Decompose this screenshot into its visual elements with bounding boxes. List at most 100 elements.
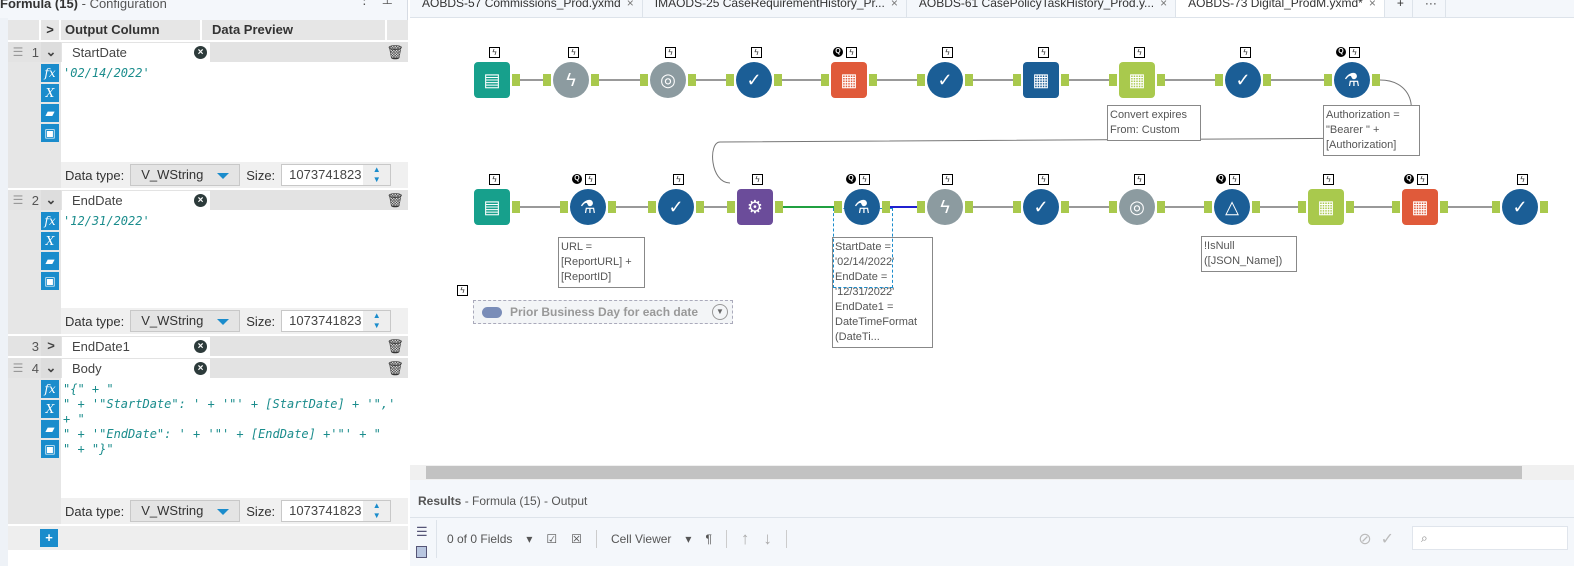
input-anchor[interactable] bbox=[1013, 201, 1021, 213]
output-anchor[interactable] bbox=[1252, 201, 1260, 213]
book-tool-icon[interactable]: ▤ bbox=[474, 189, 510, 225]
cell-viewer-dropdown[interactable]: Cell Viewer bbox=[610, 532, 672, 546]
input-anchor[interactable] bbox=[917, 201, 925, 213]
data-type-select[interactable]: V_WString bbox=[130, 310, 241, 332]
function-icon[interactable]: fx bbox=[41, 380, 59, 398]
list-icon[interactable]: ☰ bbox=[416, 524, 428, 539]
variable-icon[interactable]: X bbox=[41, 400, 59, 418]
output-column-field[interactable]: EndDate× bbox=[62, 191, 210, 210]
horizontal-scrollbar[interactable] bbox=[410, 465, 1574, 480]
input-anchor[interactable] bbox=[726, 74, 734, 86]
close-icon[interactable]: × bbox=[626, 0, 634, 10]
arrow-up-icon[interactable]: ↑ bbox=[740, 529, 750, 548]
input-anchor[interactable] bbox=[917, 74, 925, 86]
output-anchor[interactable] bbox=[1440, 201, 1448, 213]
output-anchor[interactable] bbox=[965, 201, 973, 213]
output-anchor[interactable] bbox=[882, 201, 890, 213]
new-tab-button[interactable]: + bbox=[1385, 0, 1413, 17]
filter-tool-icon[interactable]: △ bbox=[1214, 189, 1250, 225]
check-all-icon[interactable]: ☑ bbox=[546, 532, 558, 546]
formula-row[interactable]: 3>EndDate1×🗑 bbox=[8, 334, 408, 356]
size-spinner[interactable]: ▲▼ bbox=[363, 165, 391, 185]
formula-tool-icon[interactable]: ⚗ bbox=[570, 189, 606, 225]
select-tool-icon[interactable]: ✓ bbox=[1023, 189, 1059, 225]
close-icon[interactable]: × bbox=[1160, 0, 1168, 10]
variable-icon[interactable]: X bbox=[41, 232, 59, 250]
output-anchor[interactable] bbox=[774, 74, 782, 86]
output-anchor[interactable] bbox=[1372, 74, 1380, 86]
select-tool-icon[interactable]: ✓ bbox=[658, 189, 694, 225]
open-icon[interactable]: ▰ bbox=[41, 252, 59, 270]
input-anchor[interactable] bbox=[727, 201, 735, 213]
input-anchor[interactable] bbox=[543, 74, 551, 86]
metadata-icon[interactable] bbox=[416, 546, 427, 558]
drag-handle-icon[interactable]: ☰ bbox=[12, 45, 24, 59]
close-icon[interactable]: × bbox=[1368, 0, 1376, 10]
output-anchor[interactable] bbox=[1061, 201, 1069, 213]
clear-icon[interactable]: × bbox=[194, 46, 207, 59]
cancel-icon[interactable]: ⊘ ✓ bbox=[1358, 531, 1394, 548]
size-input[interactable]: 1073741823▲▼ bbox=[281, 500, 392, 522]
clear-icon[interactable]: × bbox=[194, 340, 207, 353]
expand-all-button[interactable]: > bbox=[41, 20, 61, 40]
output-column-field[interactable]: EndDate1× bbox=[62, 337, 210, 356]
formula-tool-icon[interactable]: ⚗ bbox=[844, 189, 880, 225]
output-anchor[interactable] bbox=[869, 74, 877, 86]
formula-row[interactable]: ☰2⌄EndDate×🗑 bbox=[8, 188, 408, 210]
panel-menu-button[interactable]: ⋮ ⊥ bbox=[358, 0, 393, 6]
function-icon[interactable]: fx bbox=[41, 64, 59, 82]
expression-editor[interactable]: '12/31/2022' bbox=[61, 210, 408, 334]
fields-dropdown[interactable]: 0 of 0 Fields bbox=[447, 532, 513, 546]
close-icon[interactable]: × bbox=[890, 0, 898, 10]
chevron-right-icon[interactable]: > bbox=[41, 336, 61, 356]
container-expand-icon[interactable]: ▼ bbox=[712, 304, 728, 320]
tab-workflow[interactable]: AOBDS-73 Digital_ProdM.yxmd*× bbox=[1176, 0, 1385, 17]
output-anchor[interactable] bbox=[1157, 74, 1165, 86]
save-icon[interactable]: ▣ bbox=[41, 440, 59, 458]
save-icon[interactable]: ▣ bbox=[41, 124, 59, 142]
expression-editor[interactable]: '02/14/2022' bbox=[61, 62, 408, 188]
output-anchor[interactable] bbox=[1061, 74, 1069, 86]
output-anchor[interactable] bbox=[696, 201, 704, 213]
output-anchor[interactable] bbox=[512, 201, 520, 213]
input-anchor[interactable] bbox=[834, 201, 842, 213]
input-anchor[interactable] bbox=[648, 201, 656, 213]
gear-badge-tool-icon[interactable]: ◎ bbox=[650, 62, 686, 98]
more-tabs-button[interactable]: ··· bbox=[1413, 0, 1446, 17]
chevron-down-icon[interactable]: ⌄ bbox=[41, 42, 61, 62]
select-tool-icon[interactable]: ✓ bbox=[927, 62, 963, 98]
data-type-select[interactable]: V_WString bbox=[130, 500, 241, 522]
lightning-tool-icon[interactable]: ϟ bbox=[553, 62, 589, 98]
pilcrow-icon[interactable]: ¶ bbox=[705, 532, 712, 546]
workflow-canvas[interactable]: Convert expires From: Custom Authorizati… bbox=[410, 18, 1574, 465]
search-input[interactable]: ⌕ bbox=[1412, 526, 1568, 550]
output-anchor[interactable] bbox=[512, 74, 520, 86]
select-tool-icon[interactable]: ✓ bbox=[1225, 62, 1261, 98]
clear-icon[interactable]: × bbox=[194, 194, 207, 207]
tool-container[interactable]: Prior Business Day for each date ▼ bbox=[473, 300, 733, 324]
delete-icon[interactable]: 🗑 bbox=[386, 338, 404, 354]
open-icon[interactable]: ▰ bbox=[41, 104, 59, 122]
output-anchor[interactable] bbox=[591, 74, 599, 86]
macro-tool-icon[interactable]: ⚙ bbox=[737, 189, 773, 225]
select-tool-icon[interactable]: ✓ bbox=[1502, 189, 1538, 225]
input-anchor[interactable] bbox=[1109, 74, 1117, 86]
chevron-down-icon[interactable]: ⌄ bbox=[41, 190, 61, 210]
output-anchor[interactable] bbox=[688, 74, 696, 86]
input-anchor[interactable] bbox=[1392, 201, 1400, 213]
tab-workflow[interactable]: IMAODS-25 CaseRequirementHistory_Pr...× bbox=[643, 0, 907, 17]
output-anchor[interactable] bbox=[608, 201, 616, 213]
arrow-down-icon[interactable]: ↓ bbox=[763, 529, 772, 548]
input-anchor[interactable] bbox=[640, 74, 648, 86]
chevron-down-icon[interactable]: ⌄ bbox=[41, 358, 61, 378]
input-anchor[interactable] bbox=[1013, 74, 1021, 86]
input-anchor[interactable] bbox=[1204, 201, 1212, 213]
input-anchor[interactable] bbox=[1298, 201, 1306, 213]
formula-tool-icon[interactable]: ⚗ bbox=[1334, 62, 1370, 98]
delete-icon[interactable]: 🗑 bbox=[386, 44, 404, 60]
lightning-tool-icon[interactable]: ϟ bbox=[927, 189, 963, 225]
output-tool-icon[interactable]: ▦ bbox=[1402, 189, 1438, 225]
container-toggle[interactable] bbox=[482, 306, 502, 318]
function-icon[interactable]: fx bbox=[41, 212, 59, 230]
size-input[interactable]: 1073741823▲▼ bbox=[281, 310, 392, 332]
